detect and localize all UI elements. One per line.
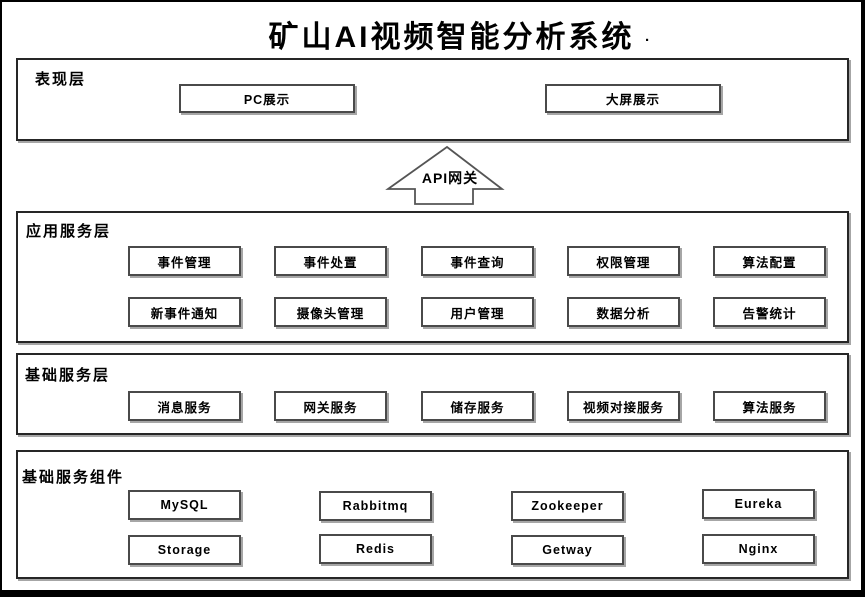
- title-dot: .: [645, 28, 650, 45]
- layer-basic-services: [16, 353, 849, 435]
- layer-label-presentation: 表现层: [35, 71, 87, 88]
- api-gateway-arrow-icon: [385, 145, 505, 205]
- node-storage: Storage: [128, 535, 241, 565]
- node-algorithm-service: 算法服务: [713, 391, 826, 421]
- layer-application-services: [16, 211, 849, 343]
- node-camera-management: 摄像头管理: [274, 297, 387, 327]
- layer-presentation: [16, 58, 849, 141]
- node-video-connect-service: 视频对接服务: [567, 391, 680, 421]
- node-nginx: Nginx: [702, 534, 815, 564]
- node-data-analysis: 数据分析: [567, 297, 680, 327]
- node-rabbitmq: Rabbitmq: [319, 491, 432, 521]
- node-eureka: Eureka: [702, 489, 815, 519]
- node-mysql: MySQL: [128, 490, 241, 520]
- node-event-management: 事件管理: [128, 246, 241, 276]
- node-getway: Getway: [511, 535, 624, 565]
- node-message-service: 消息服务: [128, 391, 241, 421]
- node-alarm-statistics: 告警统计: [713, 297, 826, 327]
- node-algorithm-config: 算法配置: [713, 246, 826, 276]
- layer-basic-components: [16, 450, 849, 579]
- page-title: 矿山AI视频智能分析系统: [268, 21, 635, 54]
- node-event-handling: 事件处置: [274, 246, 387, 276]
- node-redis: Redis: [319, 534, 432, 564]
- layer-label-application-services: 应用服务层: [26, 223, 112, 240]
- node-pc-display: PC展示: [179, 84, 355, 113]
- layer-label-basic-services: 基础服务层: [25, 367, 111, 384]
- layer-label-basic-components: 基础服务组件: [22, 469, 125, 486]
- node-zookeeper: Zookeeper: [511, 491, 624, 521]
- node-storage-service: 储存服务: [421, 391, 534, 421]
- node-permission-management: 权限管理: [567, 246, 680, 276]
- api-gateway-label: API网关: [421, 170, 479, 186]
- node-gateway-service: 网关服务: [274, 391, 387, 421]
- node-user-management: 用户管理: [421, 297, 534, 327]
- node-event-query: 事件查询: [421, 246, 534, 276]
- node-new-event-notification: 新事件通知: [128, 297, 241, 327]
- node-bigscreen-display: 大屏展示: [545, 84, 721, 113]
